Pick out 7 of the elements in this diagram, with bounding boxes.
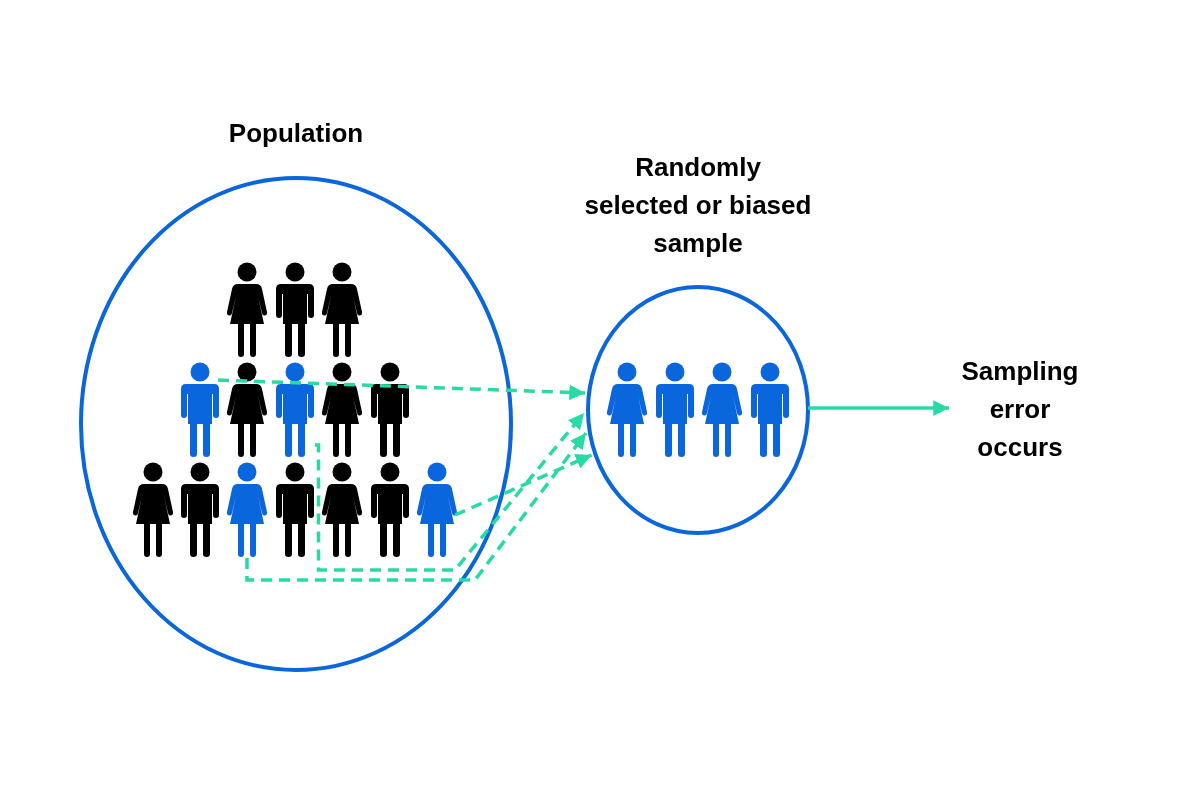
arrow — [808, 400, 949, 416]
arrow — [454, 453, 593, 517]
heading: Randomly selected or biased sample — [584, 151, 812, 260]
arrow — [245, 431, 588, 582]
arrow — [314, 411, 586, 572]
heading: Population — [227, 117, 365, 150]
result-text: Sampling error occurs — [960, 355, 1080, 464]
